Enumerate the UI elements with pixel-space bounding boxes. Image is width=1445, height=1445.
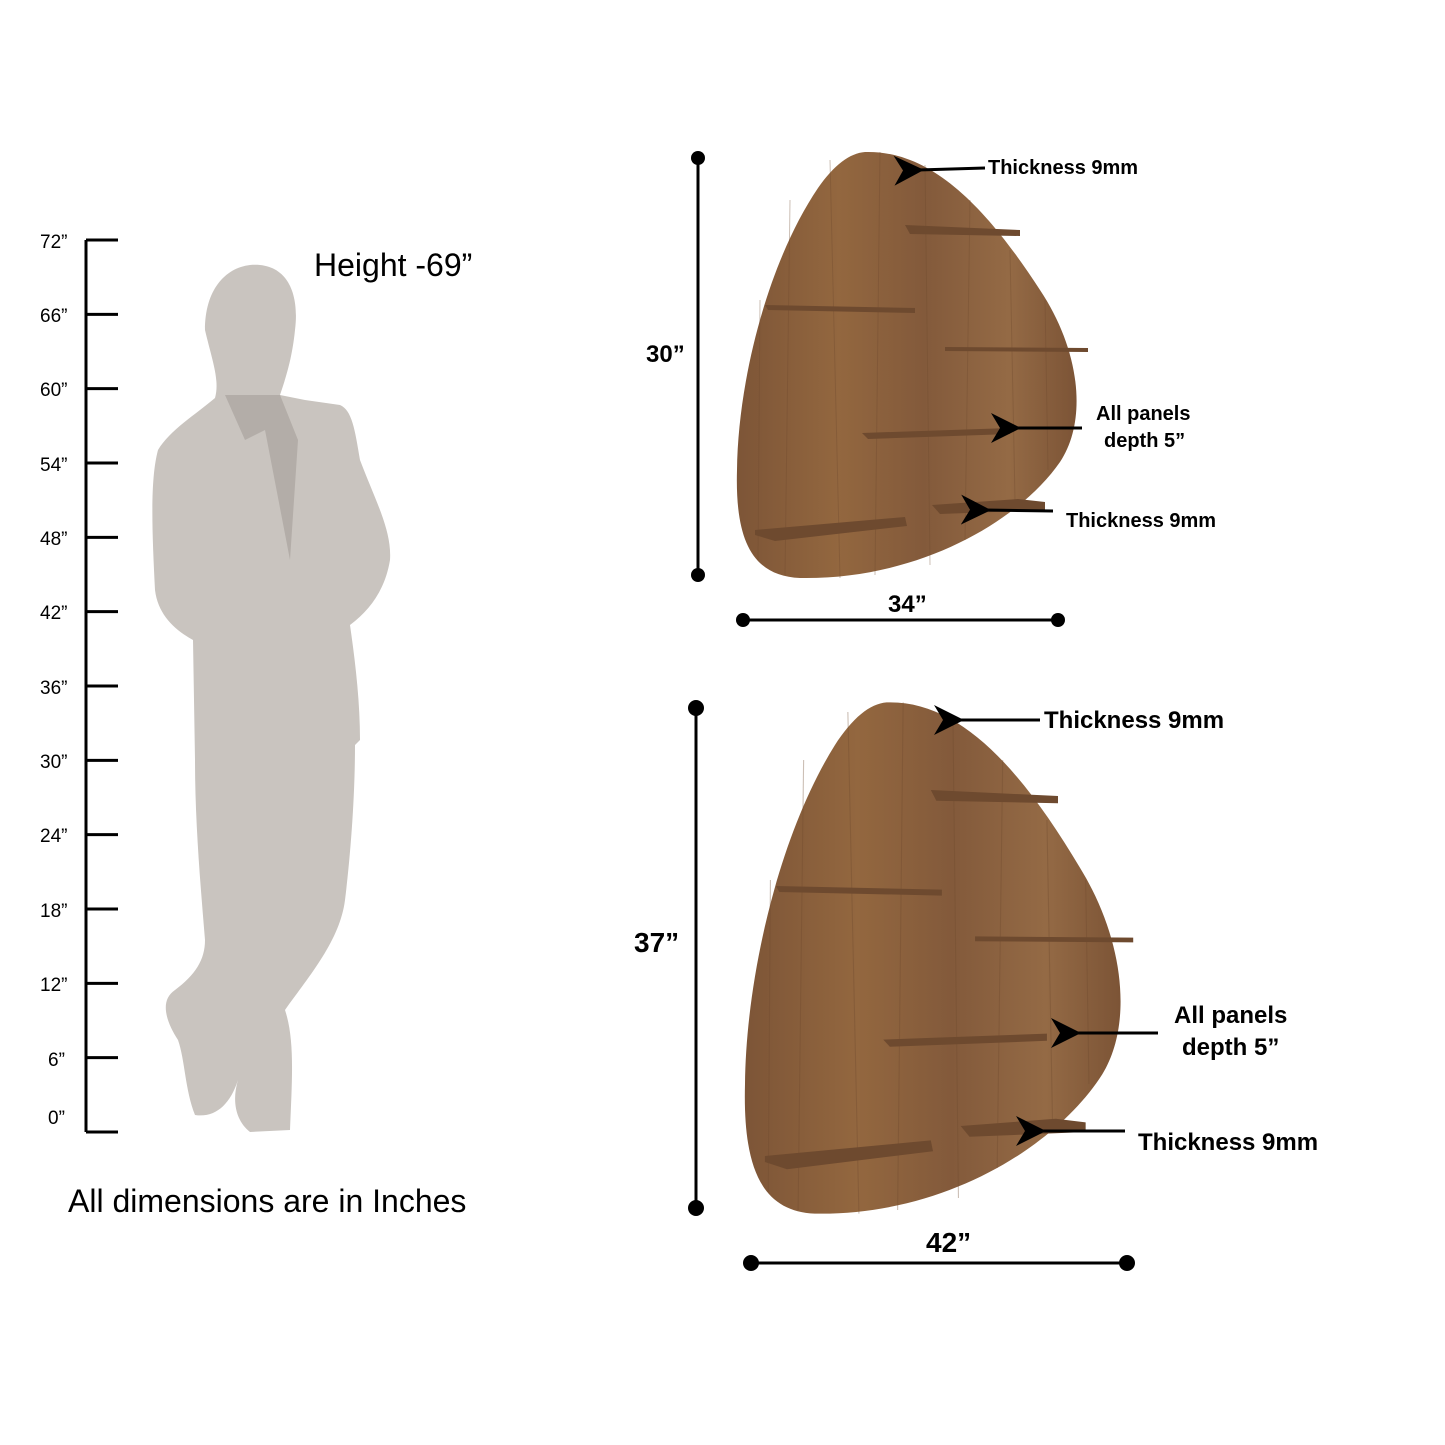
large-width-label: 42” [926, 1227, 971, 1258]
tie-shading [225, 395, 298, 560]
ruler-tick-label: 36” [40, 678, 67, 699]
arrow-icon [893, 155, 986, 186]
units-note: All dimensions are in Inches [68, 1183, 466, 1219]
large-shelf-unit [744, 701, 1134, 1215]
small-thickness-top-label: Thickness 9mm [988, 157, 1138, 179]
large-width-dimension [743, 1255, 1135, 1271]
ruler-tick-label: 48” [40, 529, 67, 550]
ruler-tick-label: 24” [40, 826, 67, 847]
small-height-label: 30” [646, 341, 685, 368]
large-height-label: 37” [634, 927, 679, 958]
small-depth-label-line1: All panels [1096, 403, 1190, 425]
ruler-tick-label: 66” [40, 306, 67, 327]
ruler-tick-label: 12” [40, 975, 67, 996]
small-height-dimension [691, 151, 705, 582]
person-silhouette [152, 264, 391, 1133]
height-ruler [84, 238, 118, 1134]
ruler-tick-label: 42” [40, 603, 67, 624]
ruler-tick-label: 0” [48, 1108, 65, 1129]
large-thickness-bottom-label: Thickness 9mm [1138, 1129, 1318, 1156]
small-width-dimension [736, 613, 1065, 627]
large-depth-label-line1: All panels [1174, 1002, 1287, 1029]
ruler-tick-label: 54” [40, 455, 67, 476]
ruler-tick-label: 72” [40, 232, 67, 253]
ruler-tick-label: 60” [40, 380, 67, 401]
ruler-tick-label: 6” [48, 1050, 65, 1071]
ruler-tick-label: 18” [40, 901, 67, 922]
small-width-label: 34” [888, 591, 927, 618]
arrow-icon [960, 494, 1054, 525]
large-height-dimension [688, 700, 704, 1216]
large-thickness-top-label: Thickness 9mm [1044, 707, 1224, 734]
small-thickness-bottom-label: Thickness 9mm [1066, 510, 1216, 532]
person-height-label: Height -69” [314, 247, 472, 283]
large-depth-label-line2: depth 5” [1182, 1034, 1279, 1061]
small-depth-label-line2: depth 5” [1104, 430, 1185, 452]
ruler-tick-label: 30” [40, 752, 67, 773]
small-shelf-unit [736, 151, 1089, 579]
